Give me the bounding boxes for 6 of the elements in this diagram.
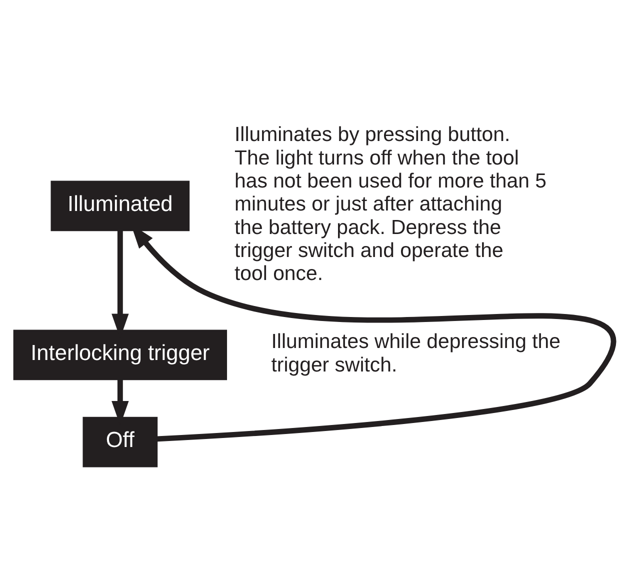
node-label: Illuminates by pressing button.: [234, 124, 510, 146]
node-label: Illuminates while depressing the trigger switch.: [271, 330, 561, 376]
node-label: The light turns off when the tool has not been used for more than 5 minutes or just after attaching the battery pack. Depress the trigger switch and operate the tool once.: [234, 146, 546, 285]
node-box: Off: [82, 416, 158, 467]
node-box: Illuminated: [50, 180, 190, 231]
node-box: Interlocking trigger: [13, 329, 228, 380]
